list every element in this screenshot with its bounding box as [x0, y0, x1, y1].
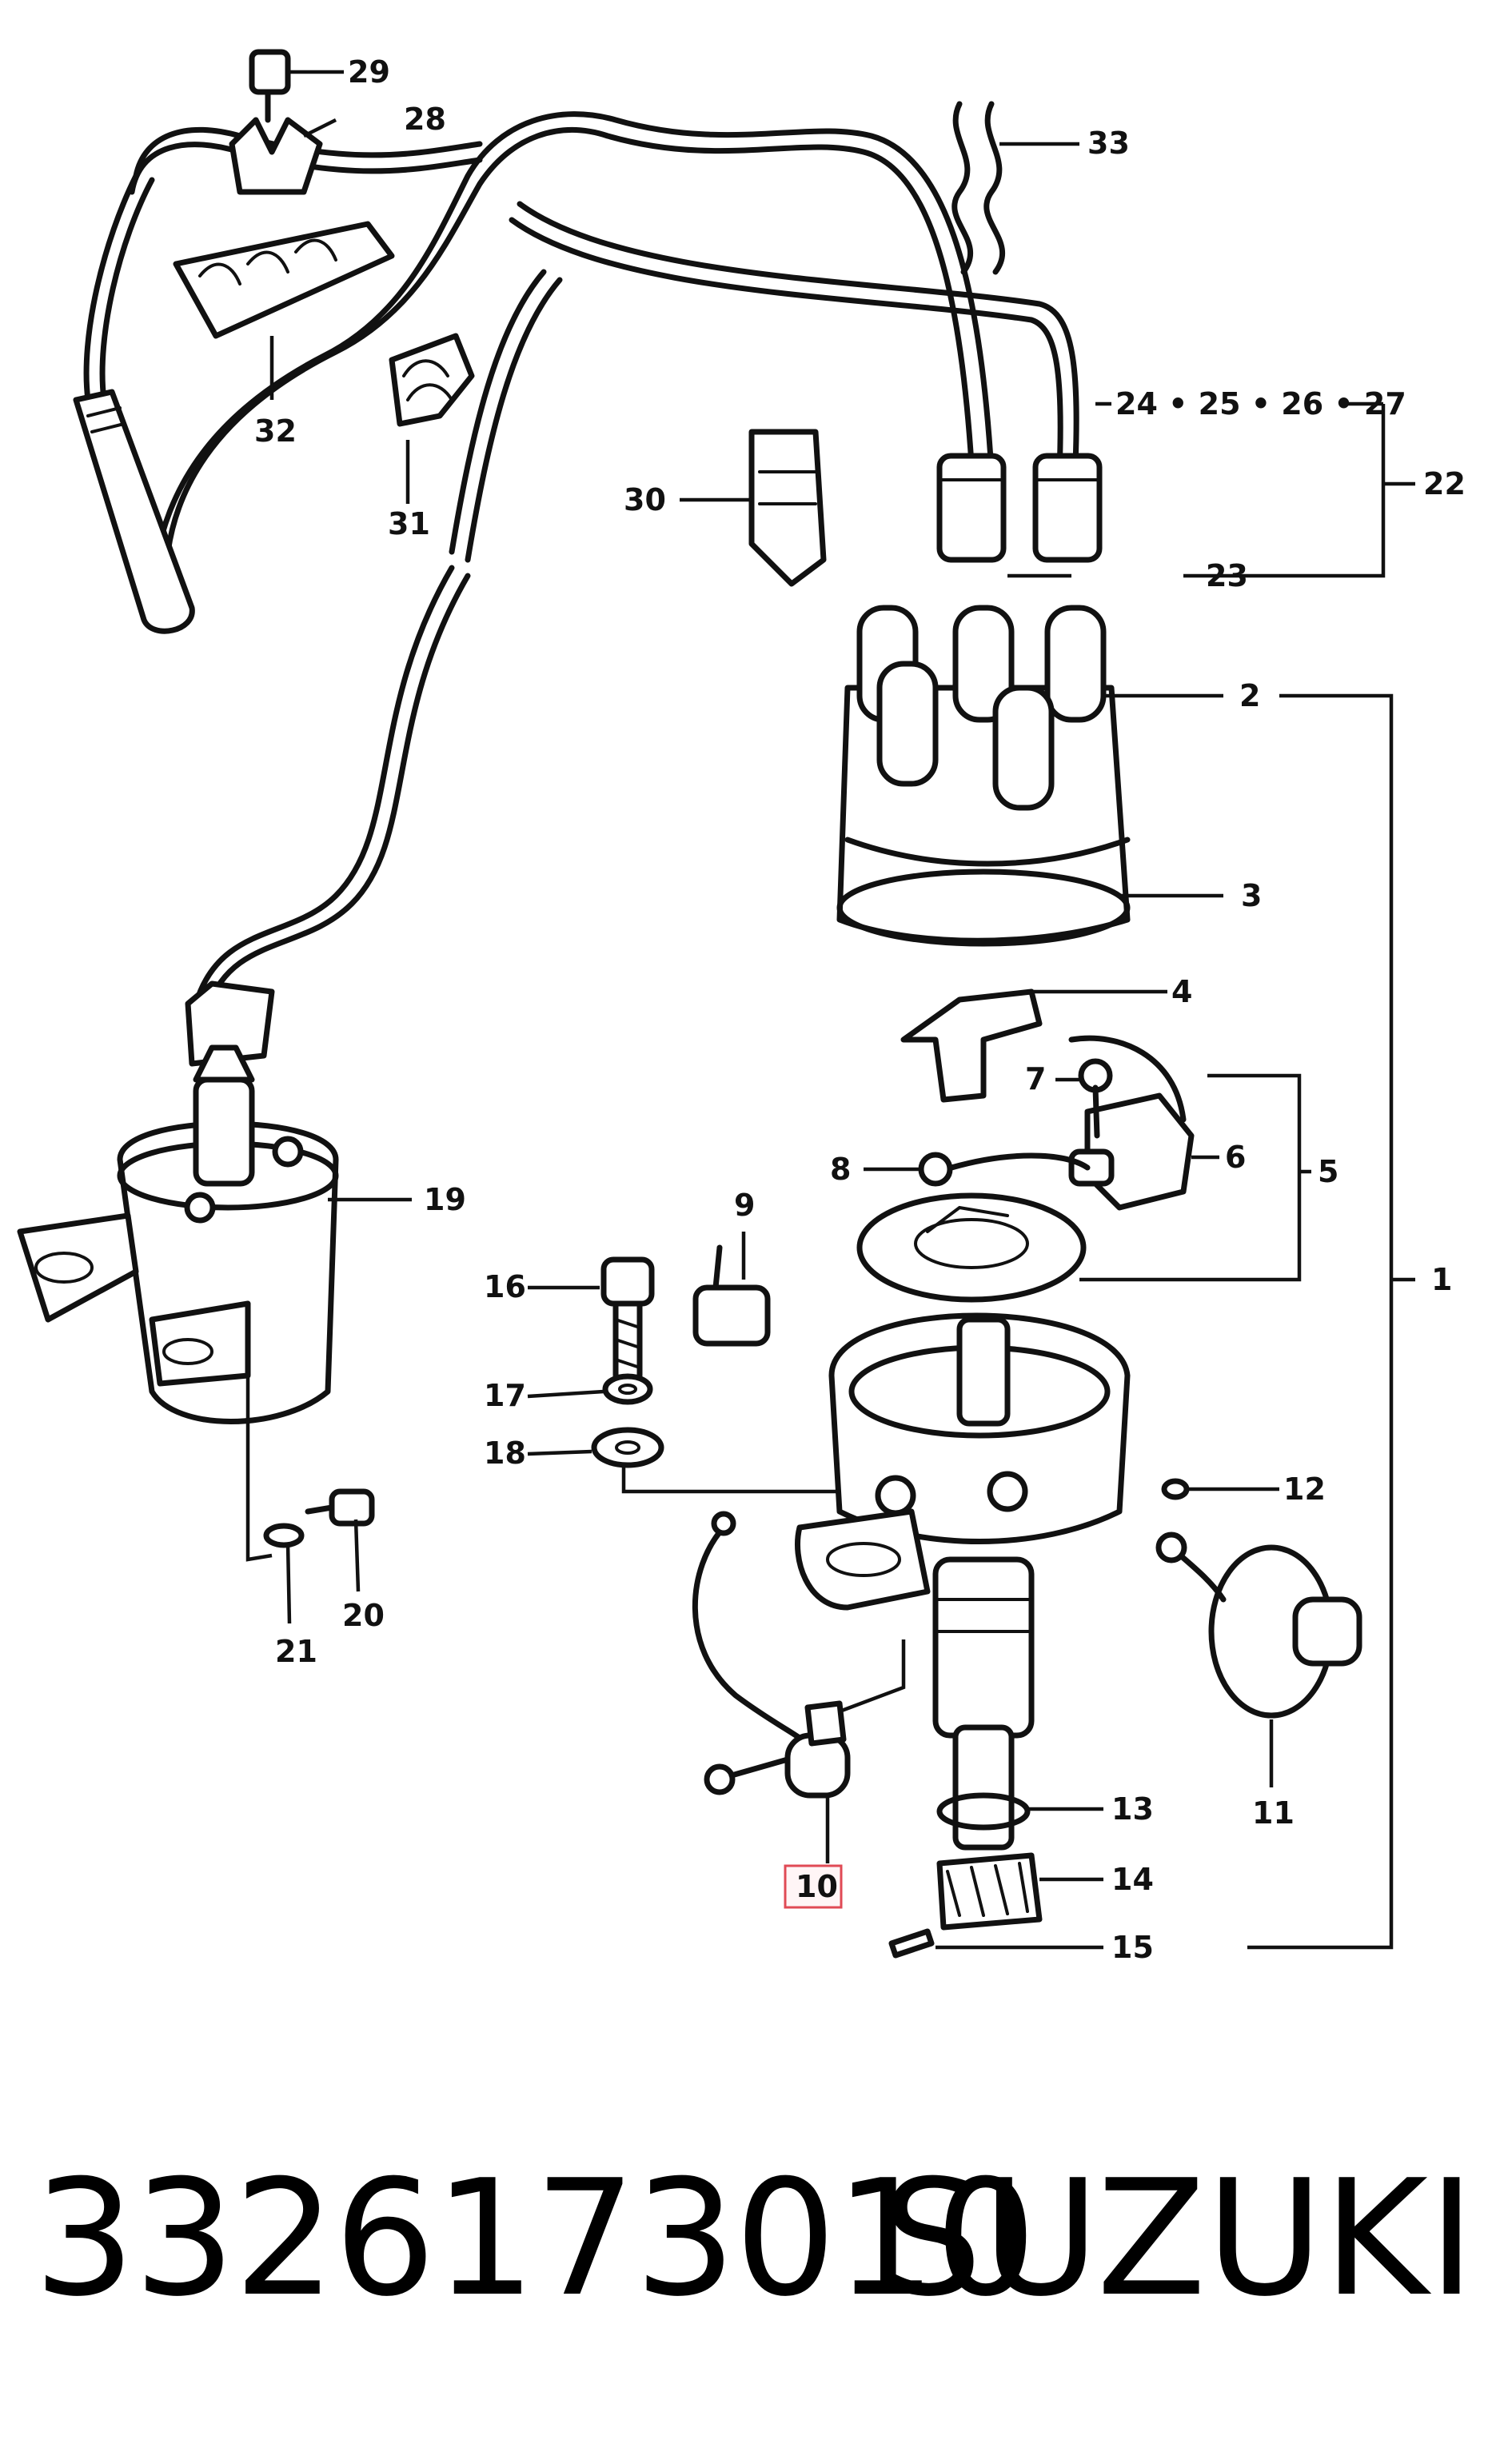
wire-holder-32 — [173, 221, 395, 339]
callout-10: 10 — [796, 1869, 838, 1904]
callout-18: 18 — [484, 1436, 526, 1471]
washer-18 — [591, 1427, 664, 1468]
clip-33 — [951, 101, 1006, 275]
cap-gasket-3 — [836, 869, 1131, 947]
callout-24-27: 24 • 25 • 26 • 27 — [1115, 386, 1406, 421]
callout-6: 6 — [1225, 1140, 1246, 1175]
cap-boots — [936, 453, 1103, 563]
callout-labels: 29 28 33 32 31 30 24 • 25 • 26 • 27 22 2… — [254, 54, 1466, 1965]
callout-32: 32 — [254, 413, 297, 449]
callout-30: 30 — [624, 482, 666, 517]
callout-19: 19 — [424, 1182, 466, 1217]
distributor-cap-2 — [836, 605, 1131, 944]
callout-8: 8 — [830, 1152, 851, 1187]
callout-21: 21 — [275, 1634, 317, 1669]
wire-holder-31 — [389, 333, 475, 427]
diagram-canvas: 29 28 33 32 31 30 24 • 25 • 26 • 27 22 2… — [17, 49, 1466, 1965]
brand-name: SUZUKI — [880, 2146, 1475, 2332]
distributor-housing-1 — [795, 1312, 1131, 1851]
pickup-assembly-6 — [948, 1035, 1195, 1211]
bolt-16 — [600, 1256, 655, 1379]
washer-21 — [263, 1523, 305, 1548]
terminal-9 — [692, 1244, 771, 1347]
screw-8 — [918, 1152, 953, 1187]
callout-12: 12 — [1283, 1472, 1326, 1507]
wire-clamp-28 — [229, 49, 323, 195]
callout-16: 16 — [484, 1269, 526, 1304]
callout-7: 7 — [1025, 1061, 1046, 1096]
callout-31: 31 — [388, 506, 430, 541]
condenser-10 — [692, 1511, 851, 1799]
callout-20: 20 — [342, 1598, 385, 1633]
coil-wire — [185, 269, 563, 1067]
callout-15: 15 — [1111, 1930, 1154, 1965]
callout-22: 22 — [1423, 466, 1466, 501]
callout-11: 11 — [1252, 1795, 1295, 1831]
callout-3: 3 — [1241, 878, 1262, 913]
o-ring-13 — [936, 1792, 1031, 1831]
callout-5: 5 — [1318, 1154, 1338, 1189]
clip-30 — [748, 429, 827, 587]
callout-14: 14 — [1111, 1862, 1154, 1897]
callout-13: 13 — [1111, 1791, 1154, 1827]
leader-lines — [245, 70, 1415, 1950]
callout-10-highlight-box — [784, 1864, 843, 1909]
callout-28: 28 — [404, 102, 446, 137]
callout-29: 29 — [348, 54, 390, 90]
callout-4: 4 — [1171, 974, 1192, 1009]
callout-1: 1 — [1431, 1262, 1452, 1297]
rotor-4 — [900, 988, 1043, 1103]
plug-boot-left — [73, 389, 195, 634]
drive-gear-14 — [936, 1852, 1043, 1931]
clip-12 — [1161, 1478, 1190, 1500]
lock-washer-17 — [602, 1373, 653, 1405]
callout-17: 17 — [484, 1378, 526, 1413]
callout-33: 33 — [1087, 126, 1130, 161]
screw-7 — [1078, 1058, 1113, 1139]
callout-9: 9 — [734, 1188, 755, 1223]
breaker-plate-5 — [856, 1192, 1087, 1303]
callout-23: 23 — [1206, 558, 1248, 593]
callout-2: 2 — [1239, 678, 1260, 713]
exploded-parts-diagram: 29 28 33 32 31 30 24 • 25 • 26 • 27 22 2… — [17, 49, 1466, 1965]
ignition-coil-19 — [17, 1044, 339, 1424]
part-number: 3326173010 — [34, 2146, 1036, 2332]
pin-15 — [888, 1928, 935, 1959]
spark-plug-wires — [83, 111, 1079, 563]
vacuum-advance-11 — [1155, 1531, 1362, 1719]
footer — [0, 2031, 1512, 2440]
screw-20 — [305, 1488, 375, 1527]
